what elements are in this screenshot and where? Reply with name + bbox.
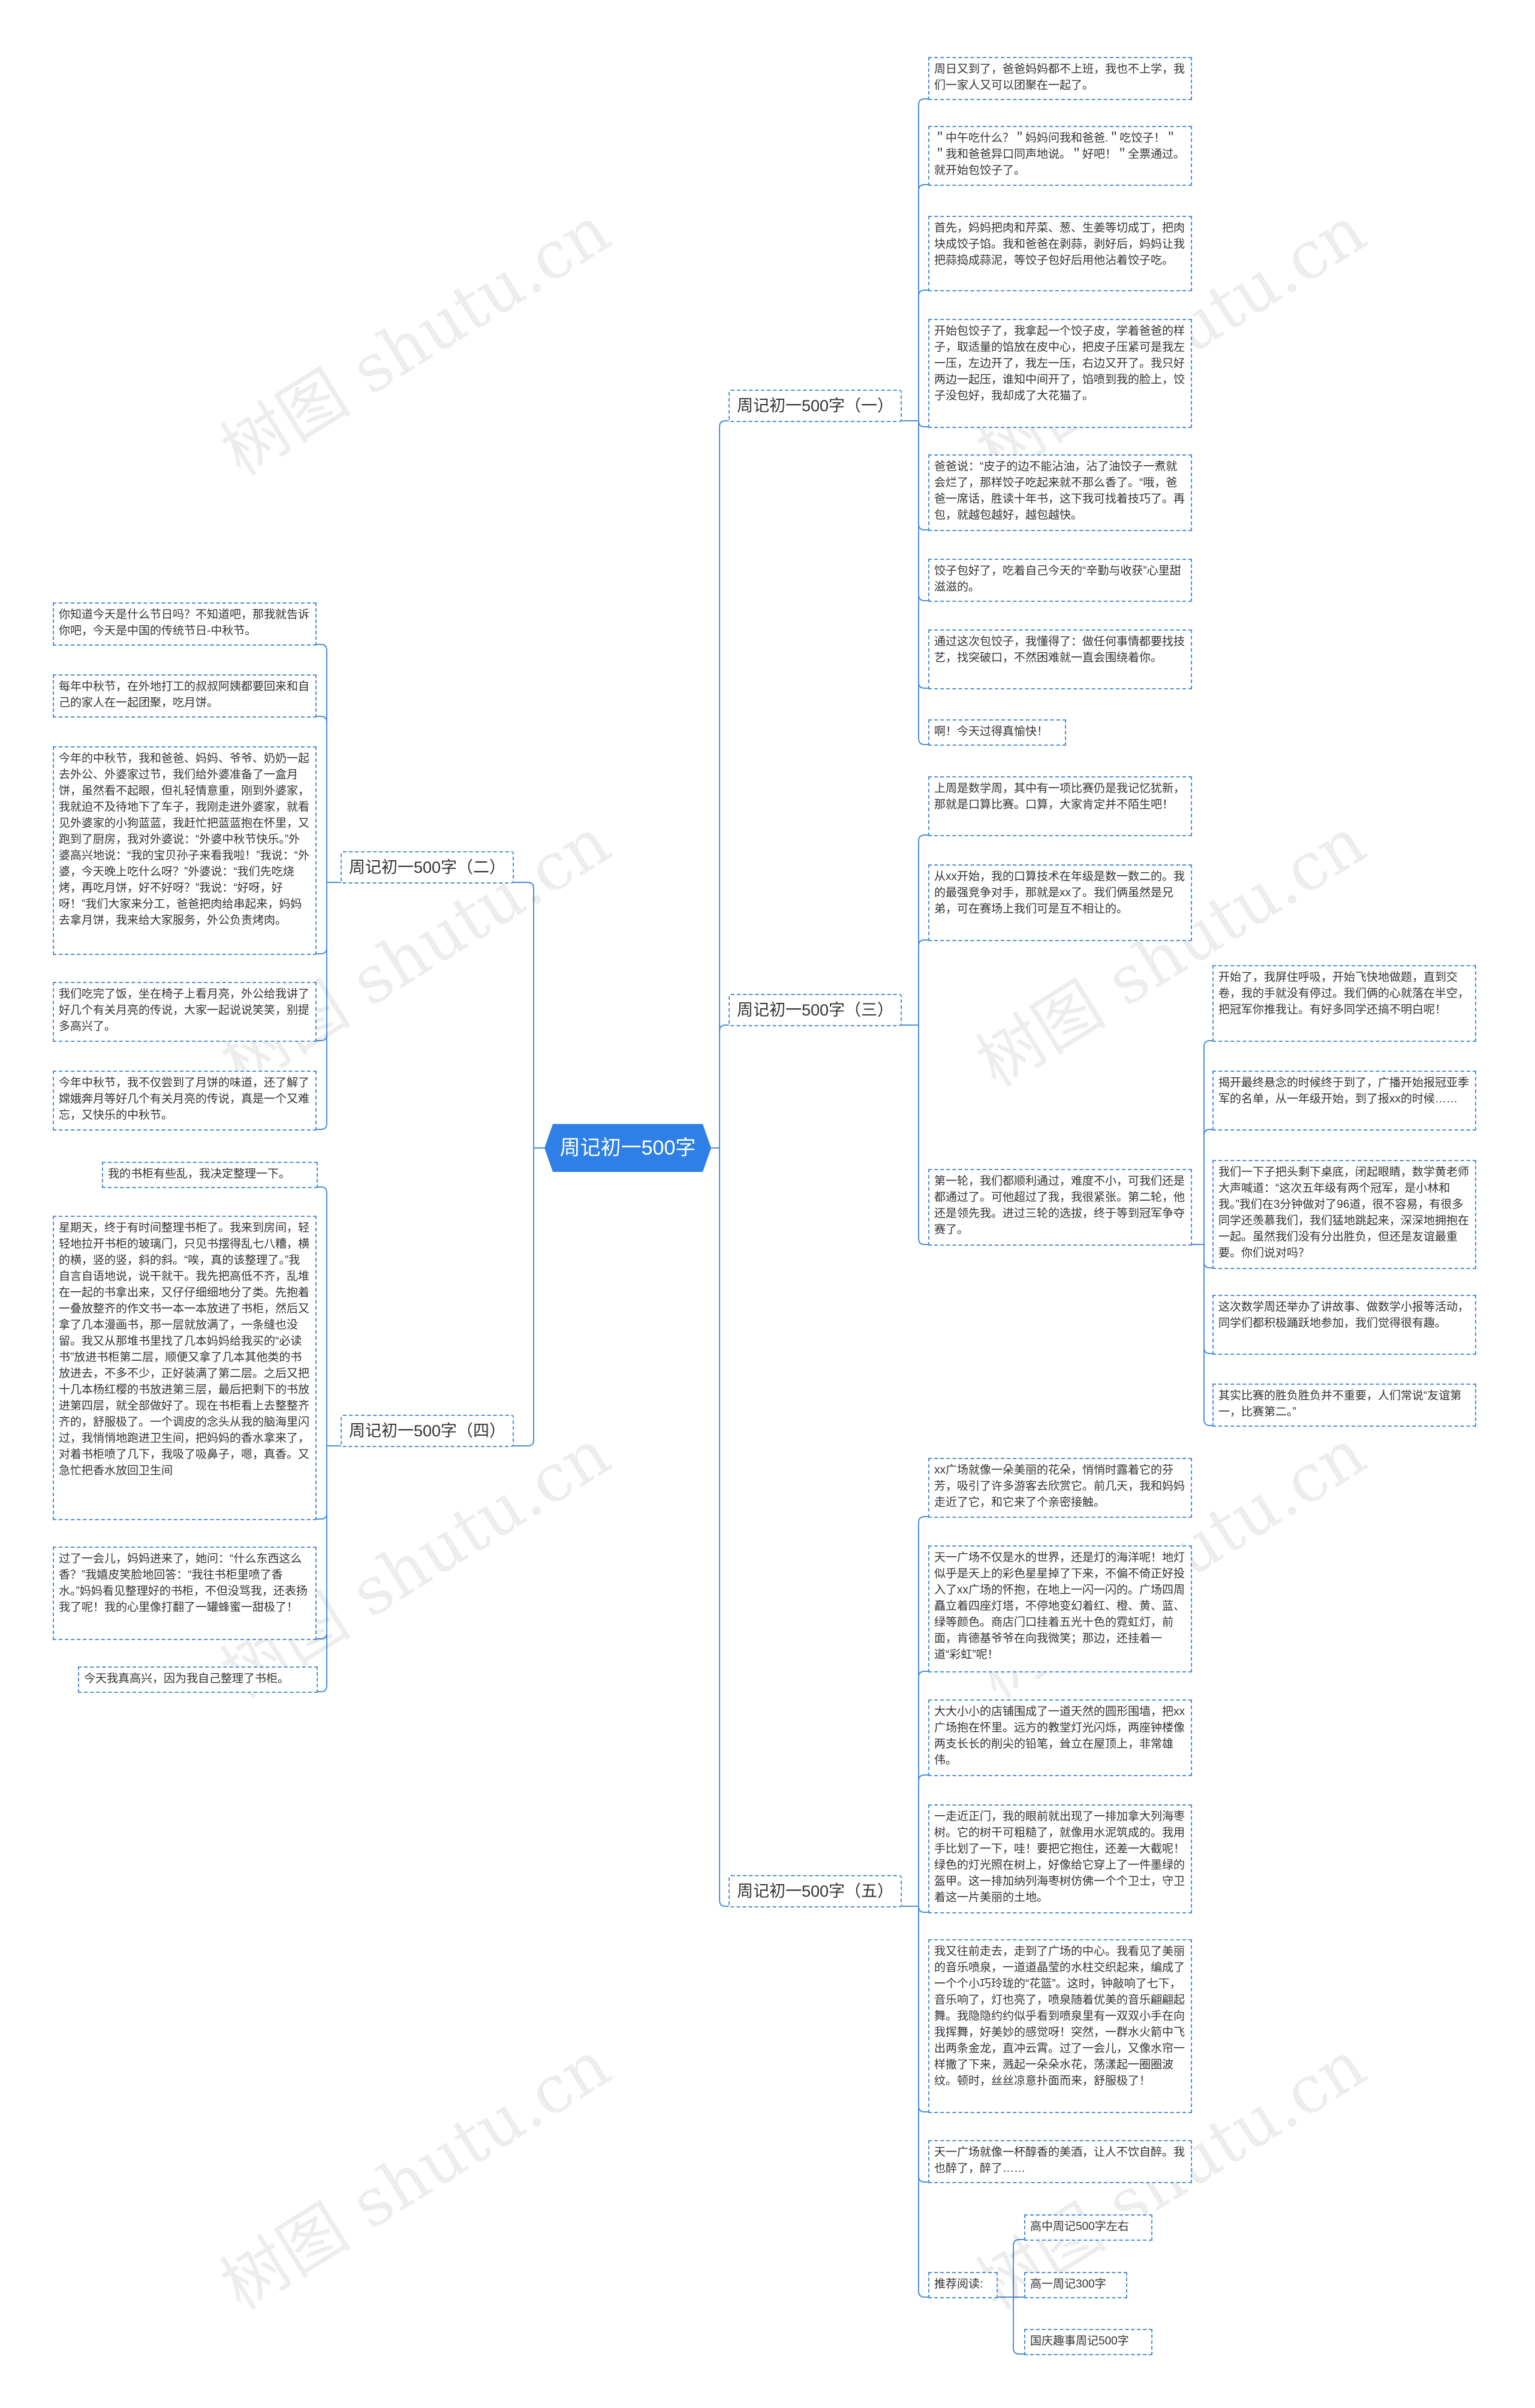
leaf-node: 爸爸说：“皮子的边不能沾油，沾了油饺子一煮就会烂了，那样饺子吃起来就不那么香了。… — [928, 454, 1192, 531]
leaf-node: 每年中秋节，在外地打工的叔叔阿姨都要回来和自己的家人在一起团聚，吃月饼。 — [53, 674, 317, 718]
leaf-node: 上周是数学周，其中有一项比赛仍是我记忆犹新，那就是口算比赛。口算，大家肯定并不陌… — [928, 776, 1192, 836]
watermark: 树图 shutu.cn — [208, 2026, 623, 2325]
branch-node-4[interactable]: 周记初一500字（四） — [341, 1415, 514, 1447]
connector-line — [902, 1906, 928, 2298]
connector-line — [711, 1024, 729, 1149]
sub-leaf-node: 揭开最终悬念的时候终于到了，广播开始报冠亚季军的名单，从一年级开始，到了报xx的… — [1212, 1071, 1476, 1131]
connector-line — [317, 882, 341, 1130]
sub-leaf-node: 这次数学周还举办了讲故事、做数学小报等活动，同学们都积极踊跃地参加，我们觉得很有… — [1212, 1295, 1476, 1355]
leaf-node: 我的书柜有些乱，我决定整理一下。 — [102, 1162, 318, 1188]
leaf-node: 过了一会儿，妈妈进来了，她问：“什么东西这么香？”我嬉皮笑脸地回答：“我往书柜里… — [53, 1547, 317, 1640]
leaf-node: 今年中秋节，我不仅尝到了月饼的味道，还了解了嫦娥奔月等好几个有关月亮的传说，真是… — [53, 1071, 317, 1131]
connector-line — [318, 1445, 341, 1692]
recommend-link[interactable]: 高中周记500字左右 — [1024, 2214, 1152, 2241]
connector-line — [711, 420, 729, 1149]
connector-line — [317, 1445, 341, 1520]
watermark: 树图 shutu.cn — [208, 191, 623, 490]
connector-line — [318, 1186, 341, 1446]
connector-line — [1192, 1244, 1212, 1426]
leaf-node: 啊！今天过得真愉快！ — [928, 719, 1066, 746]
connector-line — [998, 2239, 1024, 2298]
leaf-node: 天一广场不仅是水的世界，还是灯的海洋呢！地灯似乎是天上的彩色星星掉了下来，不偏不… — [928, 1545, 1192, 1672]
branch-node-5[interactable]: 周记初一500字（五） — [729, 1875, 902, 1907]
leaf-node: 饺子包好了，吃着自己今天的“辛勤与收获”心里甜滋滋的。 — [928, 559, 1192, 602]
connector-line — [902, 1024, 928, 1245]
connector-line — [317, 882, 341, 954]
leaf-node: 我又往前走去，走到了广场的中心。我看见了美丽的音乐喷泉，一道道晶莹的水柱交织起来… — [928, 1939, 1192, 2113]
leaf-node: 今年的中秋节，我和爸爸、妈妈、爷爷、奶奶一起去外公、外婆家过节，我们给外婆准备了… — [53, 746, 317, 955]
leaf-node: 今天我真高兴，因为我自己整理了书柜。 — [78, 1666, 318, 1693]
leaf-node: 一走近正门，我的眼前就出现了一排加拿大列海枣树。它的树干可粗糙了，就像用水泥筑成… — [928, 1804, 1192, 1913]
connector-line — [902, 1906, 928, 2112]
leaf-node: 从xx开始，我的口算技术在年级是数一数二的。我的最强竞争对手，那就是xx了。我们… — [928, 864, 1192, 941]
connector-line — [902, 939, 928, 1026]
leaf-node: 第一轮，我们都顺利通过，难度不小，可我们还是都通过了。可他超过了我，我很紧张。第… — [928, 1169, 1192, 1246]
sub-leaf-node: 我们一下子把头剩下桌底，闭起眼睛，数学黄老师大声喊道：“这次五年级有两个冠军，是… — [1212, 1160, 1476, 1269]
connector-line — [514, 882, 544, 1149]
branch-node-2[interactable]: 周记初一500字（二） — [341, 851, 514, 884]
branch-node-1[interactable]: 周记初一500字（一） — [729, 390, 902, 422]
sub-leaf-node: 其实比赛的胜负胜负并不重要，人们常说“友谊第一，比赛第二。” — [1212, 1384, 1476, 1427]
recommend-link[interactable]: 高一周记300字 — [1024, 2272, 1127, 2298]
connector-line — [902, 420, 928, 601]
connector-line — [317, 1445, 341, 1640]
branch-node-3[interactable]: 周记初一500字（三） — [729, 994, 902, 1026]
connector-line — [902, 1671, 928, 1907]
connector-line — [902, 420, 928, 427]
connector-line — [902, 420, 928, 745]
connector-line — [711, 1147, 729, 1907]
connector-line — [902, 834, 928, 1026]
connector-line — [902, 420, 928, 689]
watermark: 树图 shutu.cn — [964, 803, 1379, 1102]
recommend-label: 推荐阅读: — [928, 2272, 998, 2298]
leaf-node: ＂中午吃什么？＂妈妈问我和爸爸.＂吃饺子！＂＂我和爸爸异口同声地说。＂好吧！＂全… — [928, 126, 1192, 186]
root-node[interactable]: 周记初一500字 — [544, 1124, 711, 1172]
connector-line — [1192, 1244, 1212, 1354]
leaf-node: xx广场就像一朵美丽的花朵，悄悄时露着它的芬芳，吸引了许多游客去欣赏它。前几天，… — [928, 1458, 1192, 1518]
connector-line — [902, 290, 928, 421]
leaf-node: 首先，妈妈把肉和芹菜、葱、生姜等切成丁，把肉块成饺子馅。我和爸爸在剥蒜，剥好后，… — [928, 216, 1192, 291]
connector-line — [317, 882, 341, 1041]
leaf-node: 开始包饺子了，我拿起一个饺子皮，学着爸爸的样子，取适量的馅放在皮中心，把皮子压紧… — [928, 319, 1192, 428]
connector-line — [1192, 1040, 1212, 1245]
leaf-node: 你知道今天是什么节日吗？不知道吧，那我就告诉你吧，今天是中国的传统节日-中秋节。 — [53, 602, 317, 646]
connector-line — [317, 644, 341, 883]
connector-line — [1192, 1129, 1212, 1245]
connector-line — [1192, 1244, 1212, 1268]
connector-line — [902, 1774, 928, 1907]
leaf-node: 大大小小的店铺围成了一道天然的圆形围墙，把xx广场抱在怀里。远方的教堂灯光闪烁，… — [928, 1699, 1192, 1776]
connector-line — [514, 1147, 544, 1446]
leaf-node: 星期天，终于有时间整理书柜了。我来到房间，轻轻地拉开书柜的玻璃门，只见书摆得乱七… — [53, 1216, 317, 1520]
connector-line — [902, 98, 928, 421]
recommend-link[interactable]: 国庆趣事周记500字 — [1024, 2329, 1152, 2355]
connector-line — [902, 420, 928, 531]
sub-leaf-node: 开始了，我屏住呼吸，开始飞快地做题，直到交卷，我的手就没有停过。我们俩的心就落在… — [1212, 965, 1476, 1042]
connector-line — [902, 1516, 928, 1907]
connector-line — [902, 1906, 928, 1913]
connector-line — [902, 184, 928, 421]
leaf-node: 通过这次包饺子，我懂得了：做任何事情都要找技艺，找突破口，不然困难就一直会围绕着… — [928, 629, 1192, 689]
connector-line — [998, 2297, 1024, 2355]
leaf-node: 我们吃完了饭，坐在椅子上看月亮，外公给我讲了好几个有关月亮的传说，大家一起说说笑… — [53, 982, 317, 1042]
leaf-node: 天一广场就像一杯醇香的美酒，让人不饮自醉。我也醉了，醉了…… — [928, 2140, 1192, 2183]
connector-line — [902, 1906, 928, 2183]
leaf-node: 周日又到了，爸爸妈妈都不上班，我也不上学，我们一家人又可以团聚在一起了。 — [928, 57, 1192, 100]
connector-line — [317, 716, 341, 883]
